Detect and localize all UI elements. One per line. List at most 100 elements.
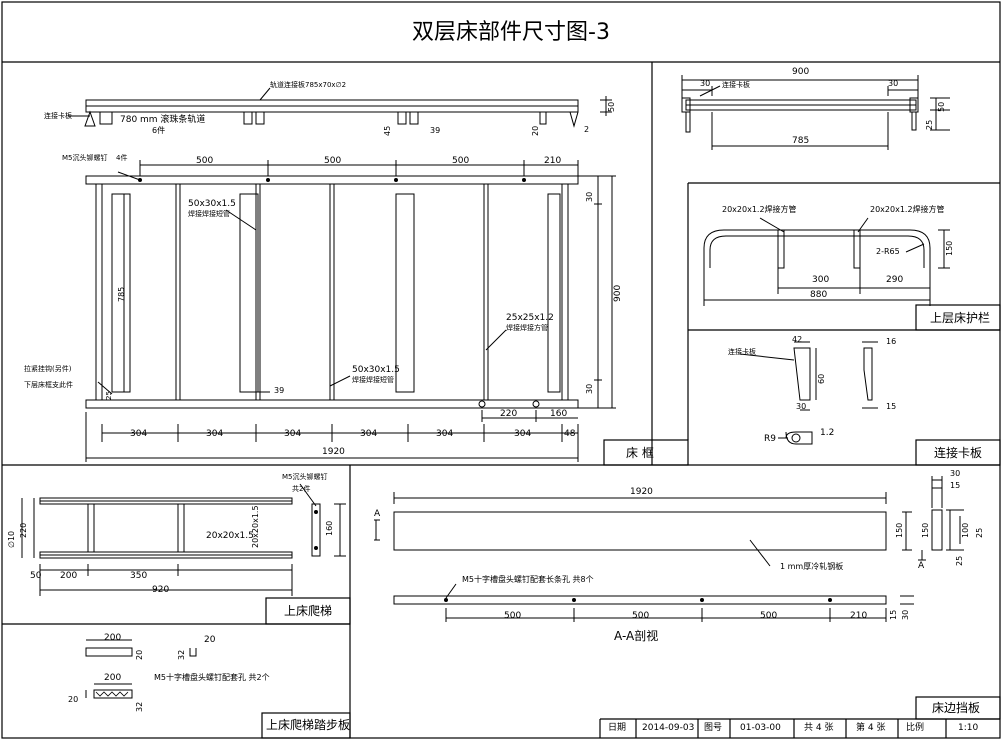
dim-label: 220: [19, 522, 28, 538]
dim-label: 1.2: [820, 428, 835, 438]
drawing-title: 双层床部件尺寸图-3: [412, 20, 610, 45]
section-title: A-A剖视: [614, 629, 659, 643]
ladder-tube-a: 20x20x1.5: [206, 531, 254, 541]
dim-label: 785: [117, 286, 126, 302]
dim-label: 25: [105, 391, 113, 400]
dim-label: 20: [531, 125, 540, 136]
dim-label: 30: [796, 402, 807, 411]
ladder-tube-b: 20x20x1.5: [251, 505, 260, 548]
tube-a-note: 焊接焊接短管: [188, 210, 230, 218]
edge-screw: M5十字槽盘头螺钉配套长条孔 共8个: [462, 575, 594, 584]
ladder-screw: M5沉头铆螺钉: [282, 473, 328, 481]
dim-label: 45: [383, 125, 392, 136]
dim-label: 500: [324, 156, 342, 166]
dim-label: 160: [550, 409, 568, 419]
dim-label: 30: [950, 469, 961, 478]
dim-label: 32: [135, 701, 144, 712]
dim-label: 304: [436, 429, 454, 439]
dim-label: 25: [955, 555, 964, 566]
dim-label: 900: [792, 67, 810, 77]
screw-label: M5沉头铆螺钉: [62, 154, 108, 162]
dim-label: 290: [886, 275, 904, 285]
dim-label: ∅10: [7, 530, 16, 548]
dim-label: 20: [68, 695, 79, 704]
dim-label: 50: [607, 101, 616, 112]
guard-tube-left: 20x20x1.2焊接方管: [722, 205, 797, 214]
dim-label: 920: [152, 585, 170, 595]
dim-label: 15: [886, 402, 897, 411]
guard-radius: 2-R65: [876, 247, 900, 256]
dim-label: 500: [760, 611, 778, 621]
sheet-number: 第 4 张: [856, 723, 886, 733]
clip-label: 连接卡板: [722, 81, 750, 89]
dim-label: 25: [975, 527, 984, 538]
dim-label: 30: [700, 79, 711, 88]
dim-label: 25: [925, 119, 934, 130]
dim-label: 200: [104, 673, 122, 683]
rail-count: 6件: [152, 126, 166, 135]
dim-label: 304: [284, 429, 302, 439]
tube-a-label: 50x30x1.5: [188, 199, 236, 209]
caption-clipboard: 连接卡板: [934, 446, 983, 460]
dim-label: 2: [584, 125, 590, 134]
dim-label: 48: [564, 429, 576, 439]
dim-label: 210: [850, 611, 868, 621]
dim-label: 15: [950, 481, 961, 490]
dim-label: 500: [504, 611, 522, 621]
dim-label: 1920: [322, 447, 345, 457]
drawing-no-label: 图号: [704, 723, 723, 733]
tube-b-note: 焊接焊接方管: [506, 324, 548, 332]
caption-bed-frame: 床 框: [626, 446, 654, 460]
dim-label: 15: [889, 609, 898, 620]
dim-label: 20: [204, 635, 216, 645]
scale-label: 比例: [906, 723, 925, 733]
screw-count: 4件: [116, 154, 128, 162]
hook-note: 拉紧挂钩(另件): [24, 365, 72, 373]
plate-note: 1 mm厚冷轧钢板: [780, 562, 844, 571]
date-value: 2014-09-03: [642, 723, 695, 733]
dim-label: 900: [613, 284, 623, 302]
caption-guard: 上层床护栏: [930, 311, 991, 325]
dim-label: 30: [901, 609, 910, 620]
dim-label: 304: [514, 429, 532, 439]
dim-label: 500: [632, 611, 650, 621]
dim-label: 50: [30, 571, 42, 581]
dim-label: 300: [812, 275, 830, 285]
dim-label: 30: [585, 191, 594, 202]
total-sheets: 共 4 张: [804, 723, 834, 733]
dim-label: 42: [792, 335, 803, 344]
dim-label: 304: [206, 429, 224, 439]
connect-clip-label: 连接卡板: [44, 112, 72, 120]
dim-label: 304: [130, 429, 148, 439]
dim-label: 350: [130, 571, 148, 581]
dim-label: 160: [325, 520, 334, 536]
dim-label: 150: [895, 522, 904, 538]
dim-label: 210: [544, 156, 562, 166]
tube-b-label: 25x25x1.2: [506, 313, 554, 323]
rail-note: 780 mm 滚珠条轨道: [120, 115, 206, 125]
dim-label: 30: [585, 383, 594, 394]
dim-label: 785: [792, 136, 810, 146]
ladder-screw-count: 共2件: [292, 485, 311, 493]
dim-label: 200: [60, 571, 78, 581]
dim-label: 304: [360, 429, 378, 439]
dim-label: 220: [500, 409, 518, 419]
dim-label: 150: [921, 522, 930, 538]
drawing-no: 01-03-00: [740, 723, 781, 733]
tube-c-label: 50x30x1.5: [352, 365, 400, 375]
date-label: 日期: [608, 723, 627, 733]
guard-tube-right: 20x20x1.2焊接方管: [870, 205, 945, 214]
dim-label: 20: [135, 649, 144, 660]
lower-note: 下层床框支此件: [24, 381, 73, 389]
clipboard-label: 连接卡板: [728, 348, 756, 356]
dim-label: R9: [764, 434, 776, 444]
dim-label: 500: [452, 156, 470, 166]
scale-value: 1:10: [958, 723, 979, 733]
section-mark-b: A: [918, 561, 925, 571]
dim-label: 1920: [630, 487, 653, 497]
dim-label: 30: [888, 79, 899, 88]
step-screw: M5十字槽盘头螺钉配套孔 共2个: [154, 673, 270, 682]
dim-label: 50: [937, 101, 946, 112]
